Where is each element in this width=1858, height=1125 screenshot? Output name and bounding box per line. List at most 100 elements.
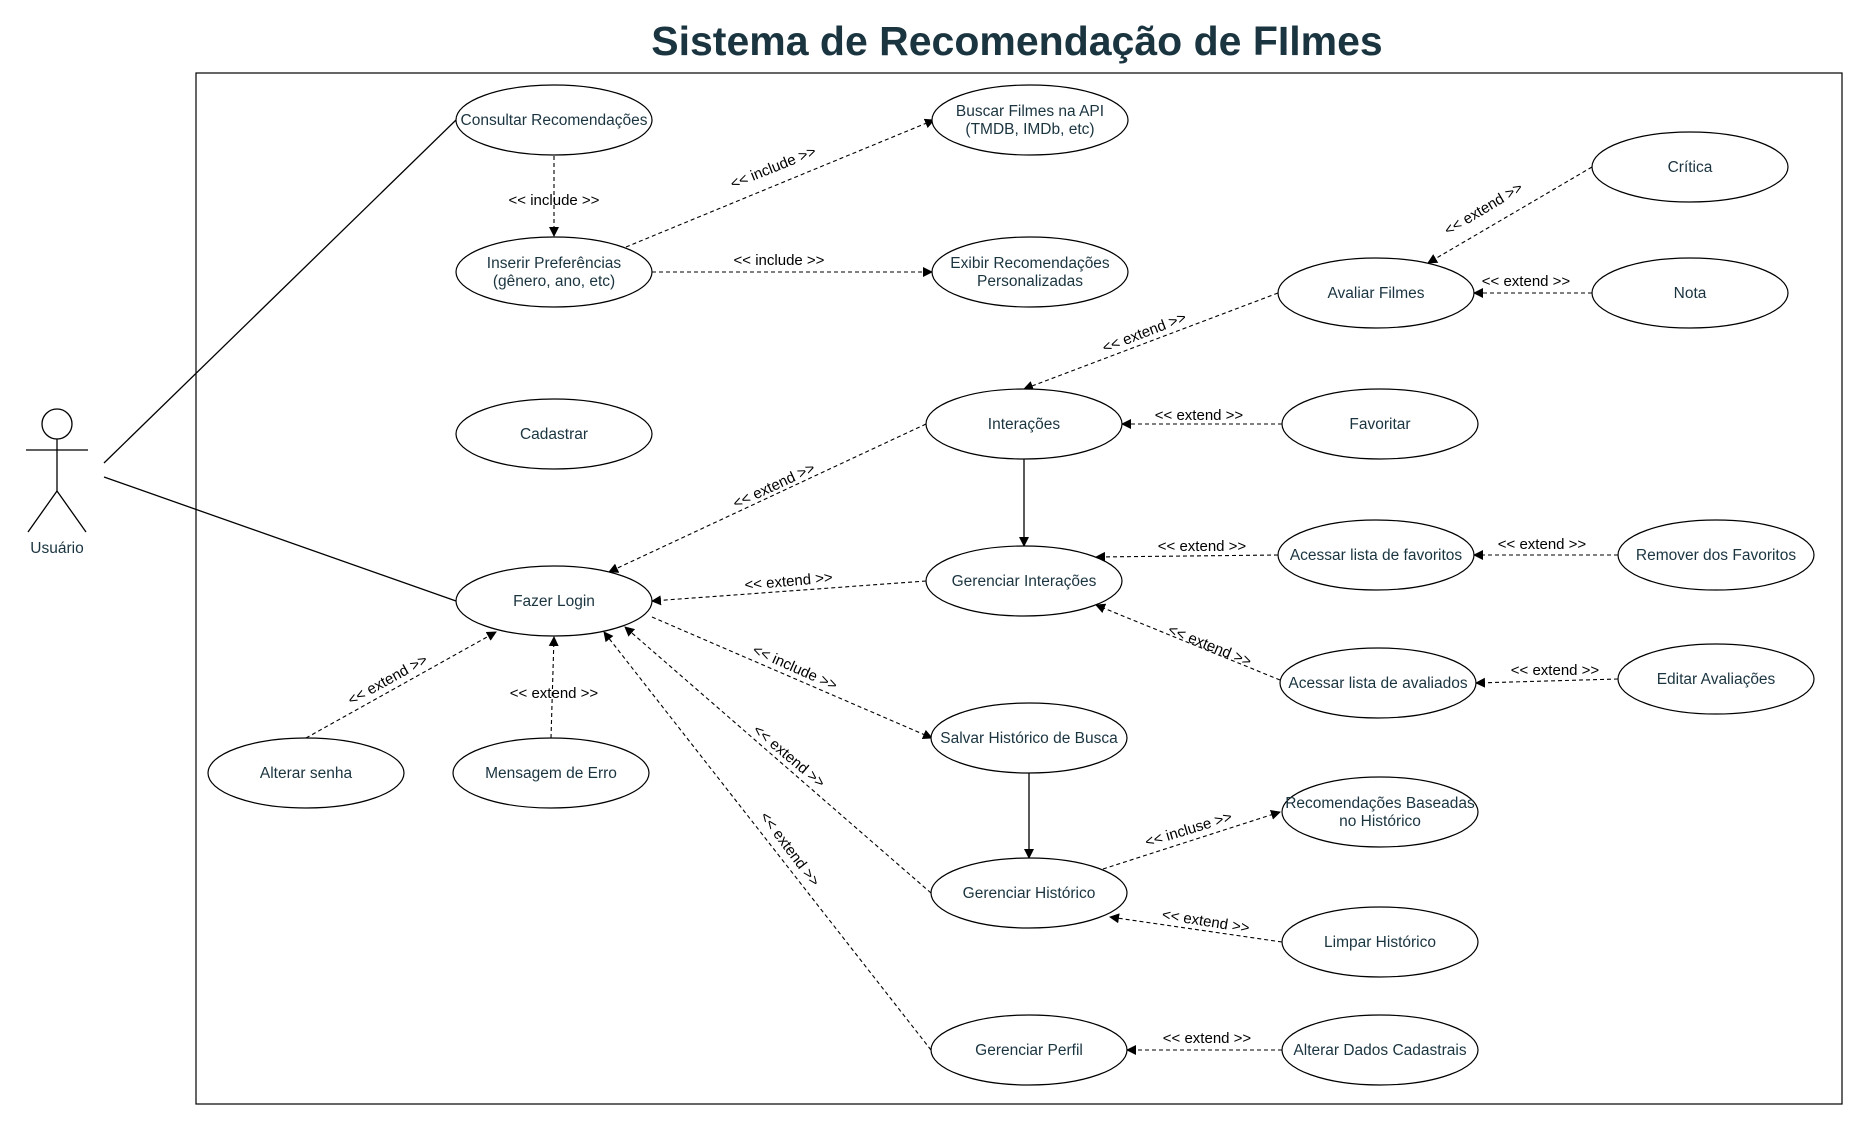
use-case-label: Recomendações Baseadas bbox=[1285, 795, 1475, 812]
use-case-label: Buscar Filmes na API bbox=[956, 103, 1104, 120]
use-case-label: no Histórico bbox=[1339, 813, 1421, 830]
relation-label-undefined: << extend >> bbox=[756, 809, 823, 890]
use-case-label: Gerenciar Perfil bbox=[975, 1042, 1083, 1059]
use-case-ellipse bbox=[1281, 1014, 1479, 1086]
use-case-label: Acessar lista de favoritos bbox=[1290, 547, 1463, 564]
use-case-label: Personalizadas bbox=[977, 273, 1083, 290]
use-case-ellipse bbox=[925, 545, 1123, 617]
relation-undefined bbox=[548, 636, 559, 739]
use-case-gerenciar-hist: Gerenciar Histórico bbox=[930, 857, 1128, 929]
relation-label-undefined: << include >> bbox=[509, 192, 600, 209]
system-boundary bbox=[195, 72, 1843, 1105]
relation-label-undefined: << extend >> bbox=[1100, 309, 1189, 357]
use-case-avaliar: Avaliar Filmes bbox=[1277, 257, 1475, 329]
relation-undefined bbox=[1109, 913, 1283, 943]
use-case-ellipse bbox=[1617, 643, 1815, 715]
use-case-critica: Crítica bbox=[1591, 131, 1789, 203]
association-consultar bbox=[103, 119, 457, 464]
use-case-label: Avaliar Filmes bbox=[1327, 285, 1424, 302]
relation-label-undefined: << extend >> bbox=[1482, 273, 1571, 290]
relation-label-undefined: << extend >> bbox=[1155, 407, 1244, 424]
use-case-cadastrar: Cadastrar bbox=[455, 398, 653, 470]
use-case-label: Exibir Recomendações bbox=[950, 255, 1110, 272]
relation-undefined bbox=[1475, 677, 1619, 688]
use-case-label: (TMDB, IMDb, etc) bbox=[965, 121, 1094, 138]
use-case-acessar-aval: Acessar lista de avaliados bbox=[1279, 647, 1477, 719]
use-case-ellipse bbox=[452, 737, 650, 809]
actor-label: Usuário bbox=[30, 540, 83, 557]
use-case-consultar: Consultar Recomendações bbox=[455, 84, 653, 156]
relation-label-undefined: << extend >> bbox=[744, 569, 834, 594]
relation-label-undefined: << include >> bbox=[734, 252, 825, 269]
use-case-ellipse bbox=[1277, 519, 1475, 591]
relation-undefined bbox=[608, 423, 927, 573]
use-case-label: Fazer Login bbox=[513, 593, 595, 610]
use-case-label: Acessar lista de avaliados bbox=[1288, 675, 1467, 692]
use-case-ellipse bbox=[931, 236, 1129, 308]
use-case-label: Inserir Preferências bbox=[487, 255, 622, 272]
use-case-inserir: Inserir Preferências(gênero, ano, etc) bbox=[455, 236, 653, 308]
use-case-remover-fav: Remover dos Favoritos bbox=[1617, 519, 1815, 591]
use-case-alterar-dados: Alterar Dados Cadastrais bbox=[1281, 1014, 1479, 1086]
use-case-ellipse bbox=[1279, 647, 1477, 719]
use-case-gerenciar-perfil: Gerenciar Perfil bbox=[930, 1014, 1128, 1086]
use-case-label: Interações bbox=[988, 416, 1061, 433]
use-case-ellipse bbox=[455, 236, 653, 308]
relation-label-undefined: << include >> bbox=[750, 642, 840, 695]
use-case-label: Consultar Recomendações bbox=[461, 112, 648, 129]
relation-undefined bbox=[1095, 603, 1281, 681]
use-case-alterar-senha: Alterar senha bbox=[207, 737, 405, 809]
relation-label-undefined: << extend >> bbox=[1166, 621, 1255, 670]
use-case-label: Salvar Histórico de Busca bbox=[940, 730, 1118, 747]
relation-undefined bbox=[1023, 292, 1279, 391]
relation-label-undefined: << extend >> bbox=[1163, 1030, 1252, 1047]
association-login bbox=[103, 476, 457, 602]
use-case-gerenciar-inter: Gerenciar Interações bbox=[925, 545, 1123, 617]
relation-undefined bbox=[1102, 809, 1281, 870]
use-case-ellipse bbox=[925, 388, 1123, 460]
use-case-ellipse bbox=[1591, 257, 1789, 329]
relation-label-undefined: << extend >> bbox=[510, 685, 599, 702]
use-case-ellipse bbox=[1277, 257, 1475, 329]
use-case-ellipse bbox=[1281, 388, 1479, 460]
relation-undefined bbox=[1427, 166, 1593, 264]
use-case-ellipse bbox=[930, 857, 1128, 929]
relation-label-undefined: << extend >> bbox=[1441, 179, 1526, 239]
use-case-ellipse bbox=[1617, 519, 1815, 591]
use-case-limpar-hist: Limpar Histórico bbox=[1281, 906, 1479, 978]
use-case-favoritar: Favoritar bbox=[1281, 388, 1479, 460]
use-case-ellipse bbox=[1281, 776, 1479, 848]
relation-undefined bbox=[305, 631, 497, 739]
use-case-ellipse bbox=[930, 1014, 1128, 1086]
use-case-label: Alterar senha bbox=[260, 765, 353, 782]
use-case-label: Limpar Histórico bbox=[1324, 934, 1436, 951]
use-case-msg-erro: Mensagem de Erro bbox=[452, 737, 650, 809]
relation-undefined bbox=[1095, 551, 1279, 562]
use-case-editar-aval: Editar Avaliações bbox=[1617, 643, 1815, 715]
use-case-login: Fazer Login bbox=[455, 565, 653, 637]
relation-label-undefined: << incluse >> bbox=[1143, 808, 1234, 851]
use-case-interacoes: Interações bbox=[925, 388, 1123, 460]
use-case-ellipse bbox=[1591, 131, 1789, 203]
relation-label-undefined: << extend >> bbox=[750, 722, 829, 792]
use-case-label: Mensagem de Erro bbox=[485, 765, 617, 782]
relation-undefined bbox=[624, 626, 932, 894]
use-case-label: (gênero, ano, etc) bbox=[493, 273, 615, 290]
relation-label-undefined: << extend >> bbox=[1158, 538, 1247, 555]
relation-label-undefined: << extend >> bbox=[1161, 906, 1251, 937]
relation-label-undefined: << extend >> bbox=[345, 651, 431, 709]
use-case-label: Nota bbox=[1674, 285, 1707, 302]
use-case-label: Crítica bbox=[1668, 159, 1713, 176]
use-case-buscar: Buscar Filmes na API(TMDB, IMDb, etc) bbox=[931, 84, 1129, 156]
relation-undefined bbox=[603, 631, 932, 1051]
relation-undefined bbox=[651, 580, 927, 606]
use-case-label: Alterar Dados Cadastrais bbox=[1293, 1042, 1466, 1059]
use-case-label: Editar Avaliações bbox=[1657, 671, 1776, 688]
use-case-ellipse bbox=[1281, 906, 1479, 978]
use-case-ellipse bbox=[455, 565, 653, 637]
use-case-label: Gerenciar Interações bbox=[952, 573, 1097, 590]
use-case-label: Cadastrar bbox=[520, 426, 588, 443]
